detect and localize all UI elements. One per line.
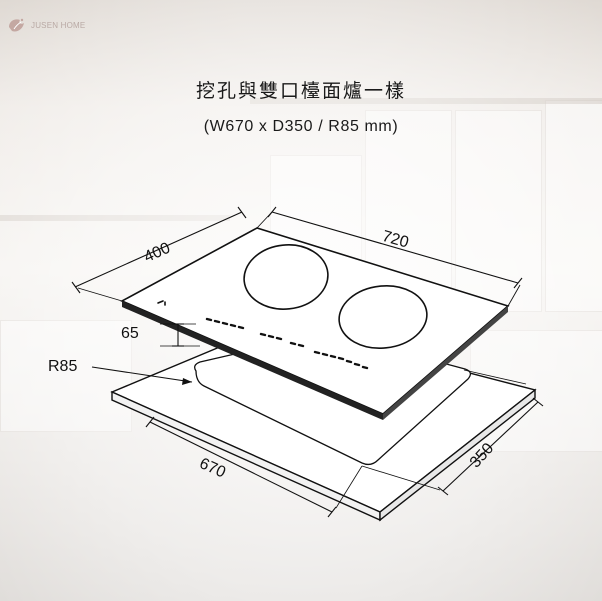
page-title: 挖孔與雙口檯面爐一樣: [195, 80, 406, 102]
dimension-lines: [71, 206, 544, 518]
cutout-width-label: 670: [197, 455, 228, 481]
hob-glass: [120, 227, 510, 420]
r85-arrowhead: [182, 378, 192, 385]
control-panel-marks: [157, 300, 369, 370]
brand-logo: JUSEN HOME: [6, 14, 85, 36]
hob-depth-label: 400: [142, 240, 173, 266]
corner-radius-label: R85: [48, 358, 77, 375]
height-label: 65: [121, 325, 139, 342]
right-burner-ring: [338, 285, 428, 349]
bird-leaf-icon: [9, 18, 24, 32]
left-burner-ring: [243, 244, 329, 310]
hob-width-label: 720: [380, 228, 410, 252]
cutout-spec: (W670 x D350 / R85 mm): [203, 118, 399, 135]
brand-name: JUSEN HOME: [31, 20, 86, 30]
